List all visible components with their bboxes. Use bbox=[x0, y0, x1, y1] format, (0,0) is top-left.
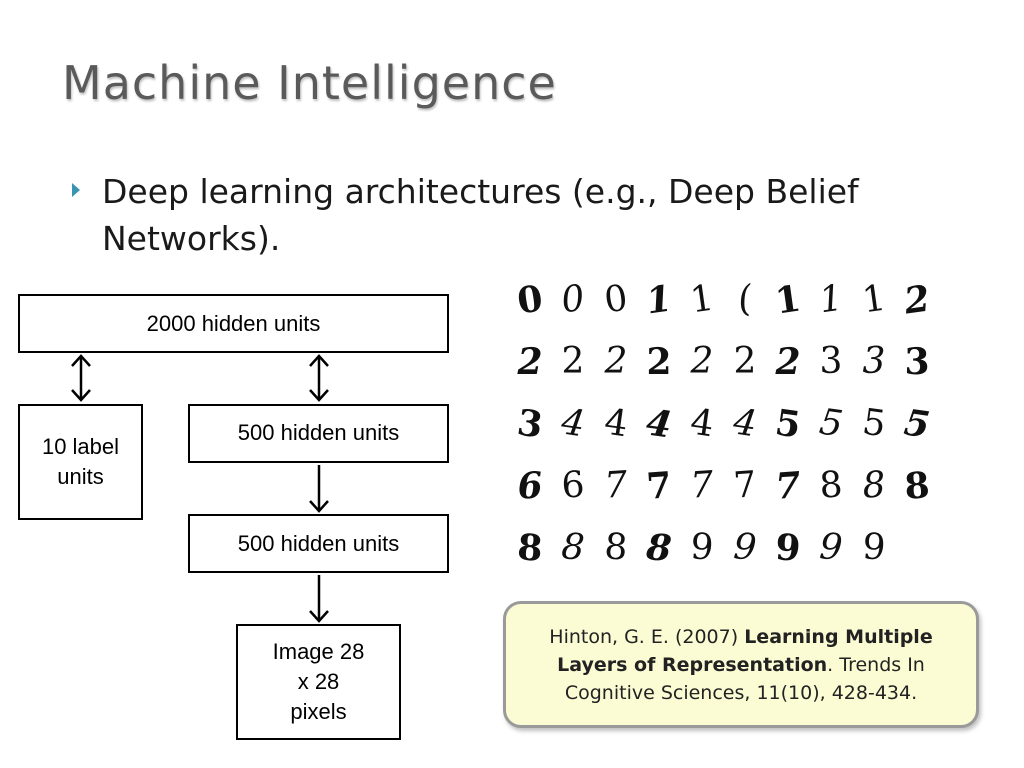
digit-sample: 8 bbox=[818, 464, 844, 507]
digit-sample: 0 bbox=[514, 277, 546, 323]
digit-sample: 2 bbox=[517, 341, 543, 383]
digit-sample: 8 bbox=[560, 526, 586, 569]
layer-500-hidden-units-upper: 500 hidden units bbox=[188, 404, 449, 463]
digit-sample: 3 bbox=[862, 341, 886, 382]
bullet-arrow-icon bbox=[72, 183, 80, 197]
image-input-text: Image 28 x 28 pixels bbox=[272, 639, 365, 724]
digit-sample: 8 bbox=[903, 464, 931, 508]
digit-sample: 4 bbox=[558, 401, 588, 446]
digit-sample: 2 bbox=[690, 341, 714, 382]
digit-sample: 9 bbox=[732, 526, 758, 569]
digit-sample: 9 bbox=[774, 526, 802, 570]
digit-sample: 7 bbox=[774, 464, 802, 508]
slide-title: Machine Intelligence bbox=[62, 56, 557, 110]
bidirectional-arrow-hidden bbox=[309, 354, 329, 402]
digit-sample: 2 bbox=[733, 341, 757, 382]
layer-2000-hidden-units: 2000 hidden units bbox=[18, 294, 449, 353]
digit-sample: 9 bbox=[818, 526, 844, 569]
citation-box: Hinton, G. E. (2007) Learning Multiple L… bbox=[503, 601, 979, 728]
digit-sample: 3 bbox=[819, 341, 843, 382]
digit-sample: 7 bbox=[689, 464, 715, 507]
digit-sample: 8 bbox=[645, 526, 673, 570]
digit-sample: 4 bbox=[643, 401, 675, 447]
citation-source: . Trends In Cognitive Sciences, 11(10), … bbox=[564, 653, 925, 704]
digit-sample: 5 bbox=[859, 401, 889, 446]
citation-authors: Hinton, G. E. (2007) bbox=[549, 625, 745, 648]
digit-sample: 9 bbox=[689, 526, 715, 569]
layer-500-hidden-units-lower: 500 hidden units bbox=[188, 514, 449, 573]
digit-sample: 4 bbox=[730, 401, 760, 446]
down-arrow-image bbox=[309, 575, 329, 623]
digit-sample: 2 bbox=[646, 341, 672, 383]
digit-sample: 7 bbox=[645, 464, 673, 508]
digit-sample: 1 bbox=[643, 277, 675, 323]
digit-sample: 8 bbox=[516, 526, 544, 570]
digit-sample: ( bbox=[735, 278, 755, 321]
digit-sample: 0 bbox=[558, 277, 588, 322]
digit-sample: 4 bbox=[687, 401, 717, 446]
bullet-text: Deep learning architectures (e.g., Deep … bbox=[102, 172, 859, 258]
digit-sample: 2 bbox=[604, 341, 628, 382]
digit-sample: 9 bbox=[861, 526, 887, 569]
digit-sample: 1 bbox=[772, 277, 804, 323]
digit-sample: 8 bbox=[861, 464, 887, 507]
digit-sample: 1 bbox=[859, 277, 889, 322]
digit-sample: 2 bbox=[775, 341, 801, 383]
digit-sample: 5 bbox=[901, 401, 933, 447]
digit-sample: 8 bbox=[603, 526, 629, 569]
bullet-item: Deep learning architectures (e.g., Deep … bbox=[72, 168, 972, 262]
digit-sample: 2 bbox=[901, 277, 933, 323]
digit-sample: 3 bbox=[904, 341, 930, 383]
digit-sample: 6 bbox=[516, 464, 544, 508]
digit-sample: 6 bbox=[560, 464, 586, 507]
digit-sample: 0 bbox=[601, 277, 631, 322]
layer-image-input: Image 28 x 28 pixels bbox=[236, 624, 401, 740]
digit-sample: 5 bbox=[772, 401, 804, 447]
digit-sample: 1 bbox=[687, 277, 717, 322]
citation-text: Hinton, G. E. (2007) Learning Multiple L… bbox=[524, 623, 958, 707]
down-arrow-hidden bbox=[309, 465, 329, 513]
bidirectional-arrow-label bbox=[71, 354, 91, 402]
digit-sample: 7 bbox=[732, 464, 758, 507]
digit-sample: 2 bbox=[561, 341, 585, 382]
layer-10-label-units: 10 label units bbox=[18, 404, 143, 520]
digit-sample: 7 bbox=[603, 464, 629, 507]
digit-sample: 4 bbox=[601, 401, 631, 446]
digit-sample: 3 bbox=[514, 401, 546, 447]
digit-sample: 5 bbox=[816, 401, 846, 446]
digit-sample: 1 bbox=[816, 277, 846, 322]
label-units-text: 10 label units bbox=[41, 434, 120, 489]
citation-title: Learning Multiple Layers of Representati… bbox=[557, 625, 933, 676]
